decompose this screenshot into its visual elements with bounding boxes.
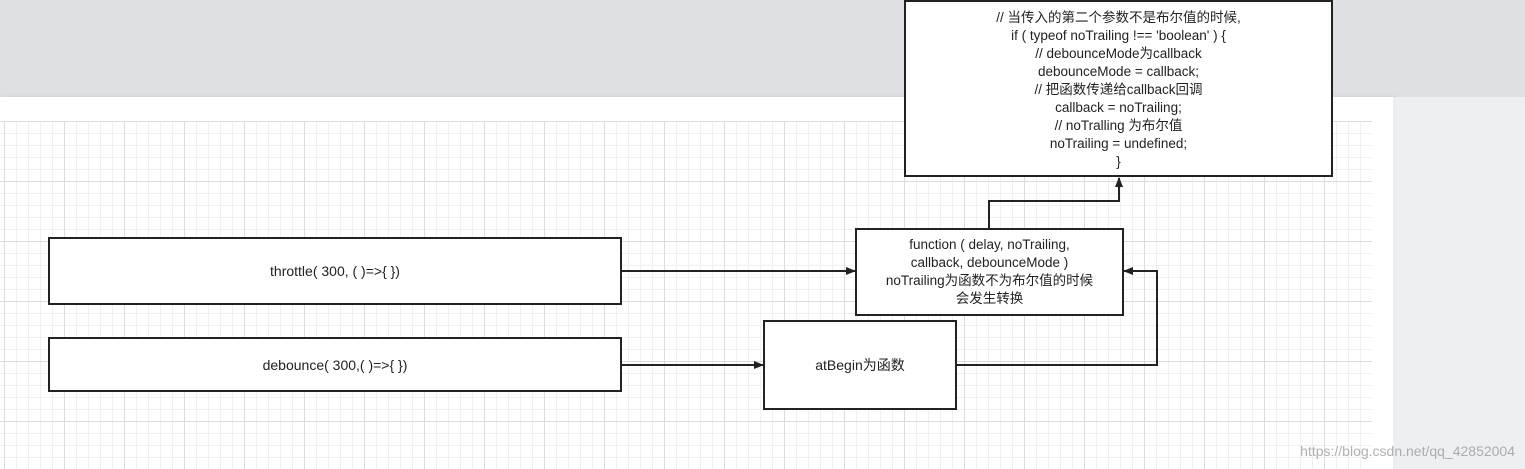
throttle-node-label: throttle( 300, ( )=>{ }) xyxy=(270,263,400,279)
function-node-line: function ( delay, noTrailing, xyxy=(909,237,1070,252)
canvas-right-gutter xyxy=(1393,97,1525,469)
function-node-line: noTrailing为函数不为布尔值的时候 xyxy=(885,273,1094,288)
code-node-line: } xyxy=(1116,154,1121,169)
code-node-line: // 当传入的第二个参数不是布尔值的时候, xyxy=(996,10,1241,25)
debounce-node[interactable]: debounce( 300,( )=>{ }) xyxy=(48,337,622,392)
code-node[interactable]: // 当传入的第二个参数不是布尔值的时候, if ( typeof noTrai… xyxy=(904,0,1333,177)
function-node-line: 会发生转换 xyxy=(955,291,1024,306)
code-node-line: // 把函数传递给callback回调 xyxy=(1034,82,1203,97)
function-node-line: callback, debounceMode ) xyxy=(910,255,1069,270)
debounce-node-label: debounce( 300,( )=>{ }) xyxy=(262,356,408,373)
code-node-line: callback = noTrailing; xyxy=(1055,100,1182,115)
code-node-line: // debounceMode为callback xyxy=(1035,46,1202,61)
watermark: https://blog.csdn.net/qq_42852004 xyxy=(1300,443,1515,459)
code-node-line: debounceMode = callback; xyxy=(1038,64,1199,79)
atbegin-node-label: atBegin为函数 xyxy=(815,357,905,373)
function-node[interactable]: function ( delay, noTrailing, callback, … xyxy=(855,228,1124,316)
code-node-line: noTrailing = undefined; xyxy=(1049,136,1188,151)
code-node-line: // noTralling 为布尔值 xyxy=(1054,118,1183,133)
code-node-line: if ( typeof noTrailing !== 'boolean' ) { xyxy=(1011,28,1226,43)
atbegin-node[interactable]: atBegin为函数 xyxy=(763,320,957,410)
throttle-node[interactable]: throttle( 300, ( )=>{ }) xyxy=(48,237,622,305)
